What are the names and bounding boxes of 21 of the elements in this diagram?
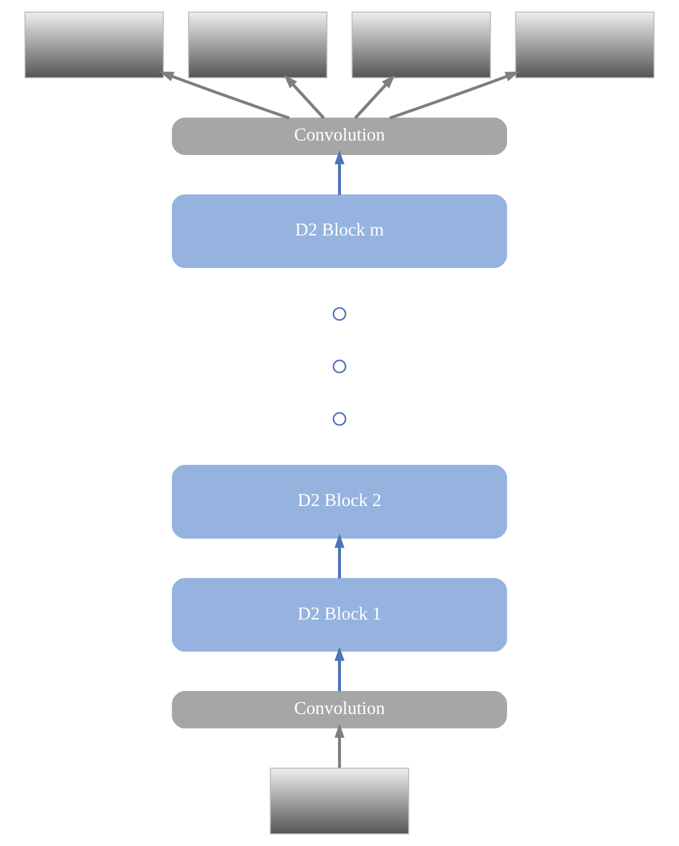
node-box: Convolution bbox=[172, 118, 508, 155]
node-box: Convolution bbox=[172, 691, 508, 728]
arrow bbox=[284, 74, 325, 120]
node-picture bbox=[352, 12, 491, 78]
node-box: D2 Block 2 bbox=[172, 464, 508, 539]
node-picture bbox=[270, 768, 410, 834]
node-circle bbox=[332, 360, 346, 374]
node-picture bbox=[515, 12, 654, 78]
arrow bbox=[334, 534, 344, 578]
arrow bbox=[334, 150, 344, 195]
arrow bbox=[334, 724, 344, 768]
arrow bbox=[354, 74, 396, 120]
arrow bbox=[389, 72, 520, 120]
node-box: D2 Block 1 bbox=[172, 578, 508, 652]
node-circle bbox=[332, 412, 346, 426]
node-circle bbox=[332, 307, 346, 321]
arrow bbox=[334, 646, 344, 692]
node-picture bbox=[188, 12, 328, 78]
arrow bbox=[159, 72, 290, 120]
node-box: D2 Block m bbox=[172, 194, 508, 268]
node-picture bbox=[24, 12, 164, 78]
